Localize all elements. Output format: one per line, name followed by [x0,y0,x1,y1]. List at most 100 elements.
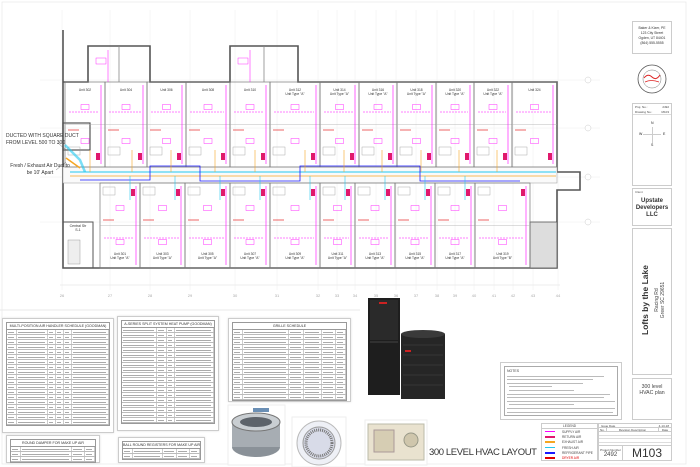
col-desc: Revision Description [607,428,659,432]
table-cell [289,330,304,334]
sheet-name: 300 level HVAC plan [639,384,665,396]
sheet-title: 300 LEVEL HVAC LAYOUT [429,447,537,458]
schedule-title: MULTI-POSITION AIR HANDLER SCHEDULE (GOO… [6,322,110,330]
table-cell [336,365,346,369]
issue-date: 4-13-18 [658,424,669,428]
table-cell [233,365,244,369]
air-handler-schedule: MULTI-POSITION AIR HANDLER SCHEDULE (GOO… [2,318,114,433]
unit-type: Unit Type "A" [405,256,425,260]
supply-grille [162,138,171,144]
air-handler [176,189,180,196]
supply-grille [290,239,300,245]
table-cell [157,383,167,387]
table-cell [167,398,175,402]
table-cell [233,395,244,399]
table-cell [64,395,73,399]
table-cell [64,380,73,384]
address-city: Greer SC 29651 [660,281,666,319]
note-line [507,411,613,413]
table-cell [336,370,346,374]
proj-no-label: Proj. No.: [635,105,648,109]
supply-grille [80,138,90,144]
table-cell [56,360,65,364]
table-row [7,360,109,365]
air-handler [548,153,552,160]
stair-code: S-1 [75,228,81,232]
north-compass: N S W E [633,115,671,155]
fixture [397,186,411,196]
stair-treads [67,239,81,265]
table-cell [157,353,167,357]
table-cell [157,403,167,407]
table-cell [167,333,175,337]
table-cell [17,395,48,399]
grid-number: 40 [472,293,477,298]
fixture [187,186,201,196]
table-cell [157,408,167,412]
table-row [7,335,109,340]
table-cell [72,415,109,419]
table-cell [72,340,109,344]
client-name: Upstate Developers LLC [635,198,669,218]
unit-number: Unit 307 [243,252,257,256]
table-row [122,343,214,348]
air-handler [346,189,350,196]
legend-item: DRYER AIR [542,455,597,460]
table-row [7,365,109,370]
table-row [7,390,109,395]
table-row [233,355,346,360]
table-cell [243,330,290,334]
table-cell [233,340,244,344]
table-cell [177,454,190,458]
table-cell [7,390,18,394]
table-cell [48,380,56,384]
table-cell [233,360,244,364]
unit-number: Unit 324 [528,88,541,92]
fixture [149,146,163,156]
table-row [7,420,109,425]
unit-number: Unit 302 [78,88,92,92]
table-cell [17,385,48,389]
table-row [122,358,214,363]
table-cell [56,390,65,394]
project-info-box: Proj. No.:2492 Drawing No.:M103 N S W E [632,103,672,186]
table-cell [133,449,163,453]
legend-item: SUPPLY AIR [542,429,597,434]
table-cell [304,350,322,354]
table-cell [72,395,109,399]
table-row [122,328,214,333]
grid-number: 35 [374,293,379,298]
table-cell [175,413,214,417]
fixture [188,146,202,156]
legend-label: REFRIGERANT PIPE [562,450,593,455]
table-cell [157,348,167,352]
supply-grille [373,138,383,144]
table-cell [122,343,158,347]
table-cell [233,355,244,359]
table-row [122,333,214,338]
unit-number: Unit 318 [410,88,423,92]
table-cell [17,375,48,379]
table-cell [85,457,95,461]
air-handler [177,153,181,160]
grid-number: 26 [60,293,65,298]
fixture [437,186,451,196]
fixture [399,146,413,156]
grid-number: 42 [511,293,516,298]
schedule-title: A-SERIES SPLIT SYSTEM HEAT PUMP (GOODMAN… [121,320,215,328]
table-row [7,340,109,345]
table-cell [72,385,109,389]
schedule-grid [10,447,96,463]
supply-grille [370,239,380,245]
sheet-name-box: 300 level HVAC plan [632,378,672,420]
table-row [7,380,109,385]
unit-type: Unit Type "B" [492,256,513,260]
table-cell [64,415,73,419]
